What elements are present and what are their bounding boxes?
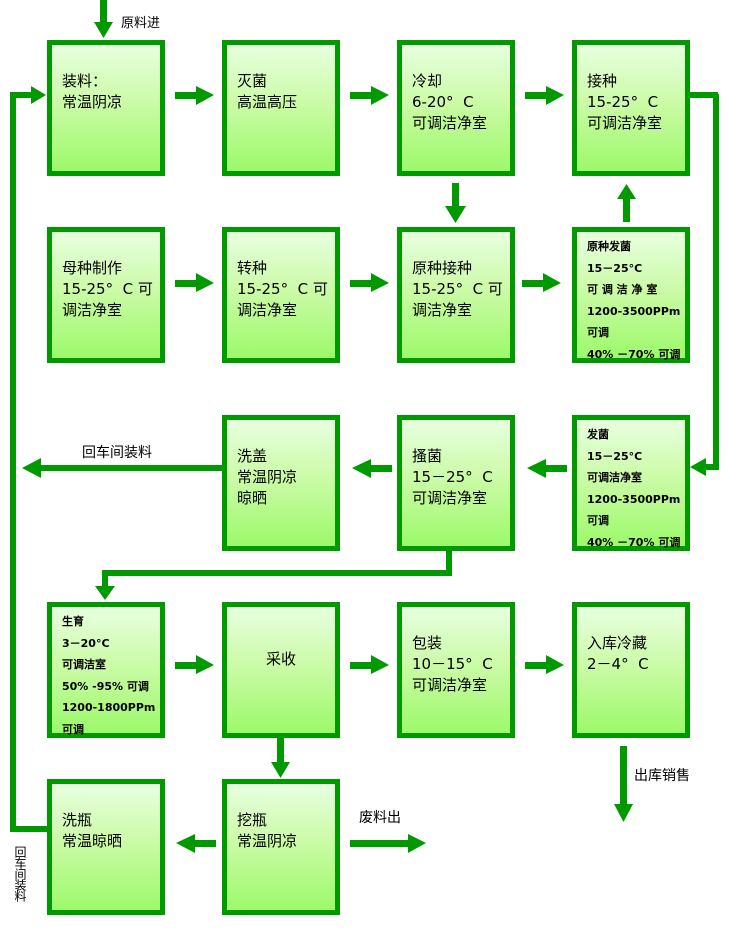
node-dig-bottle-text: 挖瓶 常温阴凉 (237, 811, 298, 850)
node-cold-storage-text: 入库冷藏 2－4° C (587, 634, 649, 673)
line-inoculate-to-spawn-run (690, 92, 719, 476)
node-cooling: 冷却 6-20° C 可调洁净室 (397, 40, 515, 176)
node-harvest-text: 采收 (265, 650, 296, 668)
node-dig-bottle: 挖瓶 常温阴凉 (222, 779, 340, 915)
node-loading: 装料： 常温阴凉 (47, 40, 165, 176)
node-growth-text: 生育 3－20°C 可调洁室 50% -95% 可调 1200-1800PPm … (62, 615, 156, 736)
arrow-spawn-run-to-scratch (527, 459, 567, 478)
arrow-harvest-to-dig-bottle (271, 737, 290, 778)
arrow-packing-to-cold-storage (525, 655, 564, 674)
label-raw-in: 原料进 (121, 16, 161, 31)
node-wash-lid-text: 洗盖 常温阴凉 晾晒 (237, 447, 298, 507)
node-cold-storage: 入库冷藏 2－4° C (572, 602, 690, 738)
node-orig-spawn-run-text: 原种发菌 15－25°C 可 调 洁 净 室 1200-3500PPm 可调 4… (587, 240, 681, 361)
arrow-harvest-to-packing (350, 655, 389, 674)
arrow-wash-lid-return (22, 458, 222, 478)
line-scratch-to-growth (95, 550, 452, 600)
node-orig-inoculate-text: 原种接种 15-25° C 可 调洁净室 (412, 259, 503, 319)
arrow-scratch-to-wash-lid (352, 459, 392, 478)
node-wash-bottle-text: 洗瓶 常温晾晒 (62, 811, 123, 850)
arrow-ship-out (614, 746, 633, 822)
label-waste-out: 废料出 (359, 810, 401, 826)
arrow-cooling-to-orig-inoculate (445, 183, 466, 223)
label-ship-out: 出库销售 (634, 768, 690, 784)
node-mother-spawn-text: 母种制作 15-25° C 可 调洁净室 (62, 259, 153, 319)
node-wash-bottle: 洗瓶 常温晾晒 (47, 779, 165, 915)
node-wash-lid: 洗盖 常温阴凉 晾晒 (222, 415, 340, 551)
label-return-loading-vertical: 回车间装料 (13, 846, 27, 901)
label-return-loading: 回车间装料 (82, 445, 152, 461)
node-packing-text: 包装 10－15° C 可调洁净室 (412, 634, 493, 694)
arrow-growth-to-harvest (175, 655, 214, 674)
node-packing: 包装 10－15° C 可调洁净室 (397, 602, 515, 738)
arrow-orig-spawn-run-to-inoculate (617, 184, 636, 222)
arrow-sterilize-to-cooling (350, 86, 389, 105)
node-mother-spawn: 母种制作 15-25° C 可 调洁净室 (47, 227, 165, 363)
node-scratch-text: 搔菌 15－25° C 可调洁净室 (412, 447, 493, 507)
node-scratch: 搔菌 15－25° C 可调洁净室 (397, 415, 515, 551)
node-sterilize: 灭菌 高温高压 (222, 40, 340, 176)
node-growth: 生育 3－20°C 可调洁室 50% -95% 可调 1200-1800PPm … (47, 602, 165, 738)
node-orig-inoculate: 原种接种 15-25° C 可 调洁净室 (397, 227, 515, 363)
node-sterilize-text: 灭菌 高温高压 (237, 72, 298, 111)
node-spawn-run: 发菌 15－25°C 可调洁净室 1200-3500PPm 可调 40% －70… (572, 415, 690, 551)
arrow-waste-out (350, 834, 426, 853)
arrow-dig-to-wash-bottle (176, 834, 216, 853)
arrow-cooling-to-inoculate (525, 86, 564, 105)
node-inoculate-text: 接种 15-25° C 可调洁净室 (587, 72, 663, 132)
node-harvest: 采收 (222, 602, 340, 738)
arrow-mother-to-transfer (175, 273, 214, 292)
arrow-orig-inoculate-to-orig-spawn-run (522, 273, 561, 292)
node-transfer-text: 转种 15-25° C 可 调洁净室 (237, 259, 328, 319)
node-spawn-run-text: 发菌 15－25°C 可调洁净室 1200-3500PPm 可调 40% －70… (587, 428, 681, 549)
node-inoculate: 接种 15-25° C 可调洁净室 (572, 40, 690, 176)
node-transfer: 转种 15-25° C 可 调洁净室 (222, 227, 340, 363)
arrow-raw-in (94, 0, 113, 38)
node-cooling-text: 冷却 6-20° C 可调洁净室 (412, 72, 488, 132)
return-line-left (10, 86, 48, 832)
arrow-transfer-to-orig-inoculate (350, 273, 389, 292)
arrow-loading-to-sterilize (175, 86, 214, 105)
node-loading-text: 装料： 常温阴凉 (62, 72, 123, 111)
node-orig-spawn-run: 原种发菌 15－25°C 可 调 洁 净 室 1200-3500PPm 可调 4… (572, 227, 690, 363)
